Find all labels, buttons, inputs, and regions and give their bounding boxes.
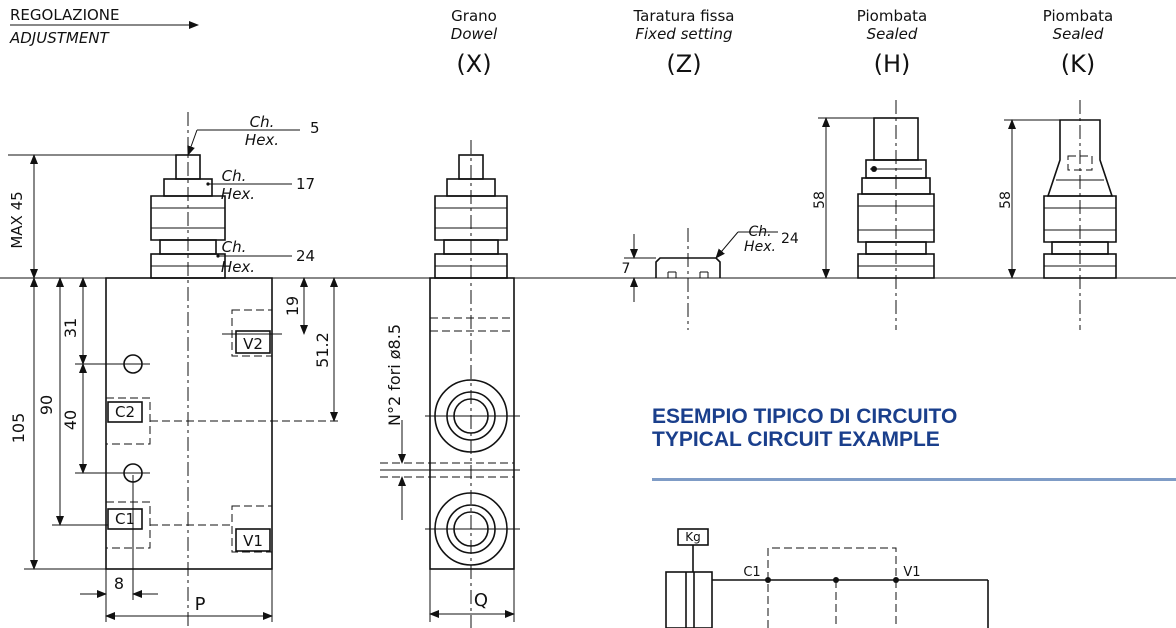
dim-58-h: 58 bbox=[812, 191, 828, 209]
hexz-ch: Ch. bbox=[748, 224, 771, 240]
option-dowel: Grano Dowel (X) bbox=[451, 7, 498, 78]
option-sealed-k-it: Piombata bbox=[1043, 7, 1113, 25]
dim-Q: Q bbox=[474, 590, 488, 611]
port-v1-label: V1 bbox=[243, 532, 263, 550]
option-fixed-setting: Taratura fissa Fixed setting (Z) bbox=[632, 7, 734, 78]
option-sealed-h: Piombata Sealed (H) bbox=[857, 7, 927, 78]
option-sealed-h-en: Sealed bbox=[867, 25, 918, 43]
hex3-size: 24 bbox=[296, 247, 315, 265]
option-sealed-h-code: (H) bbox=[874, 50, 911, 78]
hex1-size: 5 bbox=[310, 119, 320, 137]
dim-58-k: 58 bbox=[998, 191, 1014, 209]
option-sealed-h-it: Piombata bbox=[857, 7, 927, 25]
option-dowel-it: Grano bbox=[451, 7, 497, 25]
hex1-ch: Ch. bbox=[250, 113, 275, 131]
option-sealed-k-en: Sealed bbox=[1053, 25, 1104, 43]
dim-31: 31 bbox=[61, 318, 80, 338]
hex3-ch: Ch. bbox=[222, 238, 247, 256]
adjustment-header: REGOLAZIONE ADJUSTMENT bbox=[9, 6, 199, 47]
hex2-size: 17 bbox=[296, 175, 315, 193]
sealed-h-view: 58 bbox=[812, 100, 935, 330]
circuit-diagram: Kg C1 V1 bbox=[665, 528, 989, 628]
option-fixed-it: Taratura fissa bbox=[632, 7, 734, 25]
hex3-hex: Hex. bbox=[221, 258, 255, 276]
circuit-v1-label: V1 bbox=[903, 565, 920, 580]
dim-max45: MAX 45 bbox=[8, 191, 26, 248]
option-fixed-en: Fixed setting bbox=[635, 25, 732, 43]
dim-40: 40 bbox=[61, 410, 80, 430]
circuit-title: ESEMPIO TIPICO DI CIRCUITO TYPICAL CIRCU… bbox=[652, 405, 957, 451]
option-sealed-k-code: (K) bbox=[1061, 50, 1095, 78]
dim-19: 19 bbox=[283, 296, 302, 316]
dim-7: 7 bbox=[622, 261, 631, 277]
dim-51-2: 51.2 bbox=[313, 332, 332, 368]
title-divider bbox=[652, 478, 1176, 481]
hex1-hex: Hex. bbox=[245, 131, 279, 149]
circuit-c1-label: C1 bbox=[743, 565, 760, 580]
option-sealed-k: Piombata Sealed (K) bbox=[1043, 7, 1113, 78]
adjustment-label-en: ADJUSTMENT bbox=[9, 29, 111, 47]
front-dimensions: MAX 45 105 90 31 40 19 51.2 8 P bbox=[8, 154, 338, 622]
dim-105: 105 bbox=[9, 413, 28, 444]
dim-8: 8 bbox=[114, 574, 124, 593]
option-dowel-en: Dowel bbox=[451, 25, 498, 43]
fixed-setting-view: 7 Ch. Hex. 24 bbox=[622, 224, 799, 330]
dim-90: 90 bbox=[37, 395, 56, 415]
hex2-ch: Ch. bbox=[222, 167, 247, 185]
hex2-hex: Hex. bbox=[221, 185, 255, 203]
port-v2-label: V2 bbox=[243, 335, 263, 353]
circuit-title-en: TYPICAL CIRCUIT EXAMPLE bbox=[652, 428, 940, 451]
hexz-hex: Hex. bbox=[744, 239, 776, 255]
hexz-size: 24 bbox=[781, 231, 799, 247]
circuit-title-it: ESEMPIO TIPICO DI CIRCUITO bbox=[652, 405, 958, 428]
sealed-k-view: 58 bbox=[998, 100, 1117, 330]
adjustment-label-it: REGOLAZIONE bbox=[10, 6, 120, 24]
circuit-kg-label: Kg bbox=[685, 530, 701, 544]
option-fixed-code: (Z) bbox=[666, 50, 701, 78]
holes-label: N°2 fori ø8.5 bbox=[385, 324, 404, 426]
port-c1-label: C1 bbox=[115, 510, 135, 528]
port-c2-label: C2 bbox=[115, 403, 135, 421]
option-dowel-code: (X) bbox=[456, 50, 491, 78]
side-view: N°2 fori ø8.5 Q bbox=[380, 140, 520, 628]
dim-P: P bbox=[195, 594, 206, 615]
hex-callouts: Ch. Hex. 5 Ch. Hex. 17 Ch. Hex. 24 bbox=[187, 113, 320, 276]
